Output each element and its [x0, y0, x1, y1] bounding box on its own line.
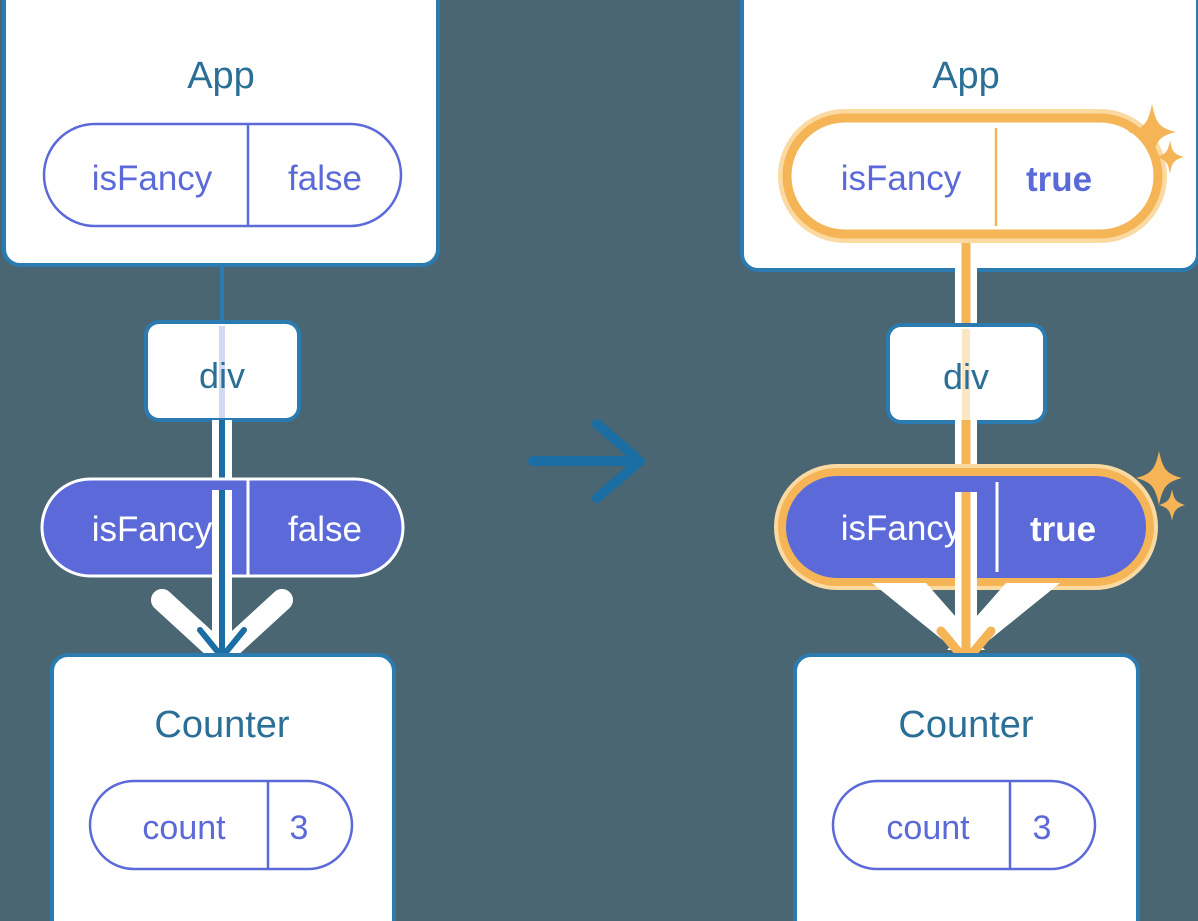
panel-before: App isFancy false div isFancy false — [2, 0, 440, 921]
sparkle-icon-prop-after — [1136, 451, 1185, 521]
sparkle-icon-app-after — [1128, 104, 1184, 174]
transition-arrow-icon — [528, 419, 645, 503]
pill-value-label: 3 — [1033, 809, 1052, 847]
counter-state-pill-before: count 3 — [88, 779, 354, 871]
pill-outline — [88, 779, 354, 871]
panel-after: App isFancy true div isFancy — [740, 0, 1198, 921]
pill-value-label: false — [288, 510, 362, 549]
pill-key-label: isFancy — [841, 509, 962, 548]
pill-value-label: true — [1026, 160, 1092, 199]
app-title-before: App — [187, 55, 255, 97]
prop-pill-after: isFancy true — [774, 464, 1158, 590]
pill-outline — [831, 779, 1097, 871]
pill-key-label: isFancy — [841, 159, 962, 198]
pill-key-label: isFancy — [92, 510, 213, 549]
counter-title-before: Counter — [154, 704, 290, 746]
app-state-pill-after: isFancy true — [778, 109, 1167, 243]
div-label-after: div — [943, 356, 989, 397]
pill-highlight-ring — [782, 113, 1163, 239]
pill-outline — [42, 122, 403, 228]
counter-title-after: Counter — [898, 704, 1034, 746]
pill-key-label: isFancy — [92, 159, 213, 198]
pill-value-label: false — [288, 159, 362, 198]
app-title-after: App — [932, 55, 1000, 97]
counter-state-pill-after: count 3 — [831, 779, 1097, 871]
pill-value-label: true — [1030, 510, 1096, 549]
pill-key-label: count — [142, 809, 226, 847]
pill-key-label: count — [886, 809, 970, 847]
app-state-pill-before: isFancy false — [42, 122, 403, 228]
div-label-before: div — [199, 355, 245, 396]
pill-value-label: 3 — [290, 809, 309, 847]
